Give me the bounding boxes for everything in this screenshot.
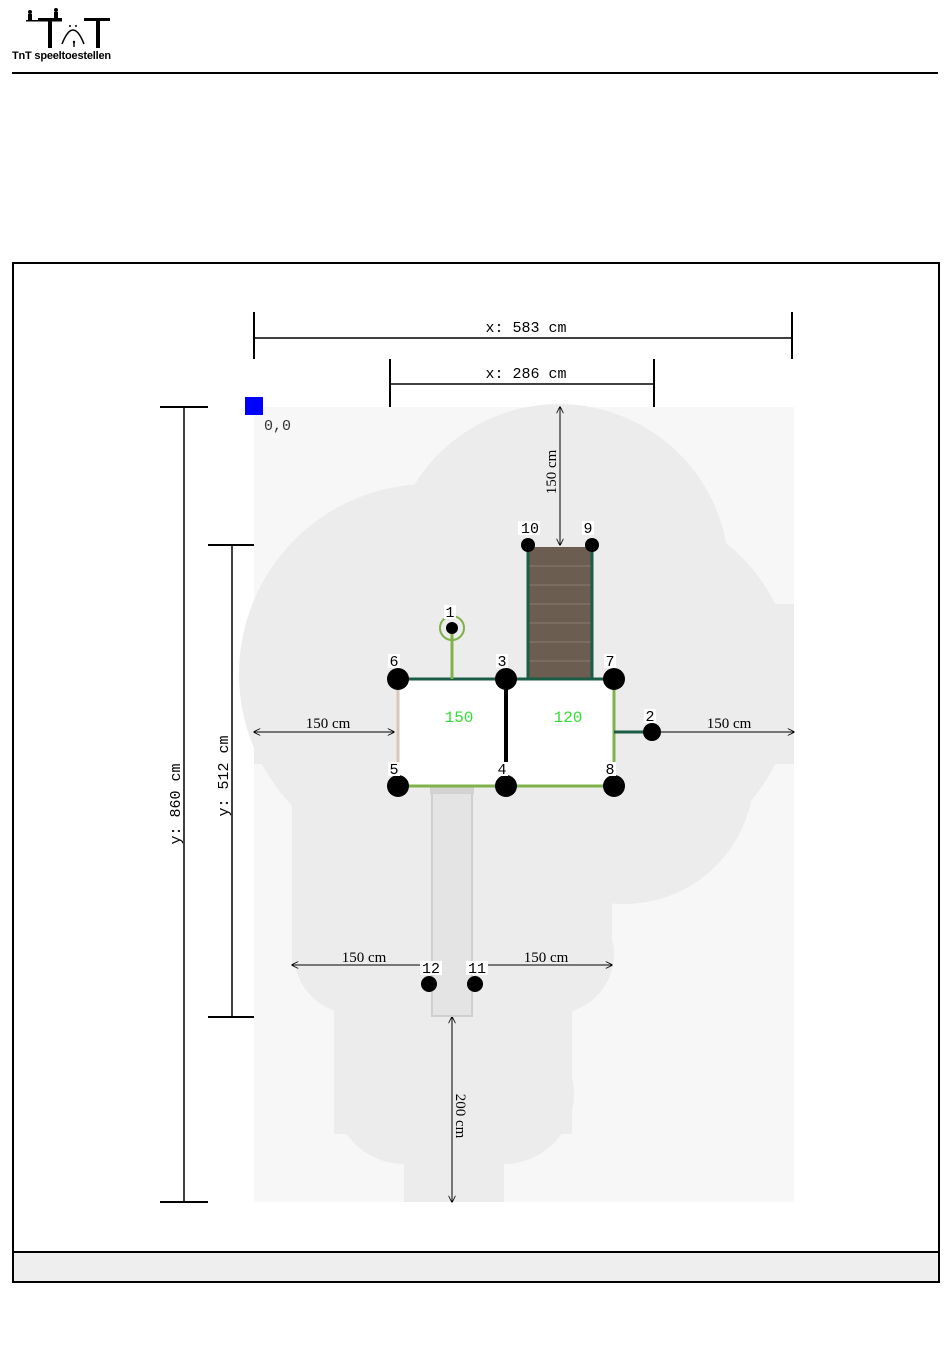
clearance-slide-right-label: 150 cm [524,950,569,966]
post-label-11: 11 [468,961,486,978]
slide [430,784,474,1016]
post-label-9: 9 [583,521,592,538]
inner-width-label: x: 286 cm [485,366,566,383]
post-label-12: 12 [422,961,440,978]
inner-width-dimension: x: 286 cm [390,359,654,407]
total-height-label: y: 860 cm [168,763,185,844]
header: TnT speeltoestellen [0,0,950,80]
post-label-6: 6 [389,654,398,671]
header-divider [12,72,938,74]
post-label-1: 1 [445,605,454,622]
inner-height-dimension: y: 512 cm [208,545,254,1017]
platform-left-height: 150 [445,709,474,727]
platform-right-height: 120 [554,709,583,727]
total-height-dimension: y: 860 cm [160,407,208,1202]
post-label-5: 5 [389,762,398,779]
platform-right: 120 [506,679,614,786]
platform-left: 150 [398,679,506,786]
post-label-3: 3 [497,654,506,671]
origin-marker [245,397,263,415]
inner-height-label: y: 512 cm [216,735,233,816]
clearance-top-label: 150 cm [544,449,560,494]
post-label-4: 4 [497,762,506,779]
post-label-10: 10 [521,521,539,538]
stairs [528,545,592,679]
post-label-8: 8 [605,762,614,779]
total-width-dimension: x: 583 cm [254,312,792,359]
tnt-logo-icon [10,4,120,52]
total-width-label: x: 583 cm [485,320,566,337]
footer-bar [14,1251,938,1281]
origin-label: 0,0 [264,418,291,435]
clearance-bottom-label: 200 cm [452,1094,468,1139]
layout-diagram: 0,0 x: 583 cm x: 286 cm y: 860 cm [14,264,938,1253]
drawing-frame: 0,0 x: 583 cm x: 286 cm y: 860 cm [12,262,940,1283]
post-label-7: 7 [605,654,614,671]
clearance-slide-left-label: 150 cm [342,950,387,966]
post-label-2: 2 [645,709,654,726]
clearance-right-label: 150 cm [707,716,752,732]
clearance-left-label: 150 cm [306,716,351,732]
logo-text: TnT speeltoestellen [12,50,111,62]
